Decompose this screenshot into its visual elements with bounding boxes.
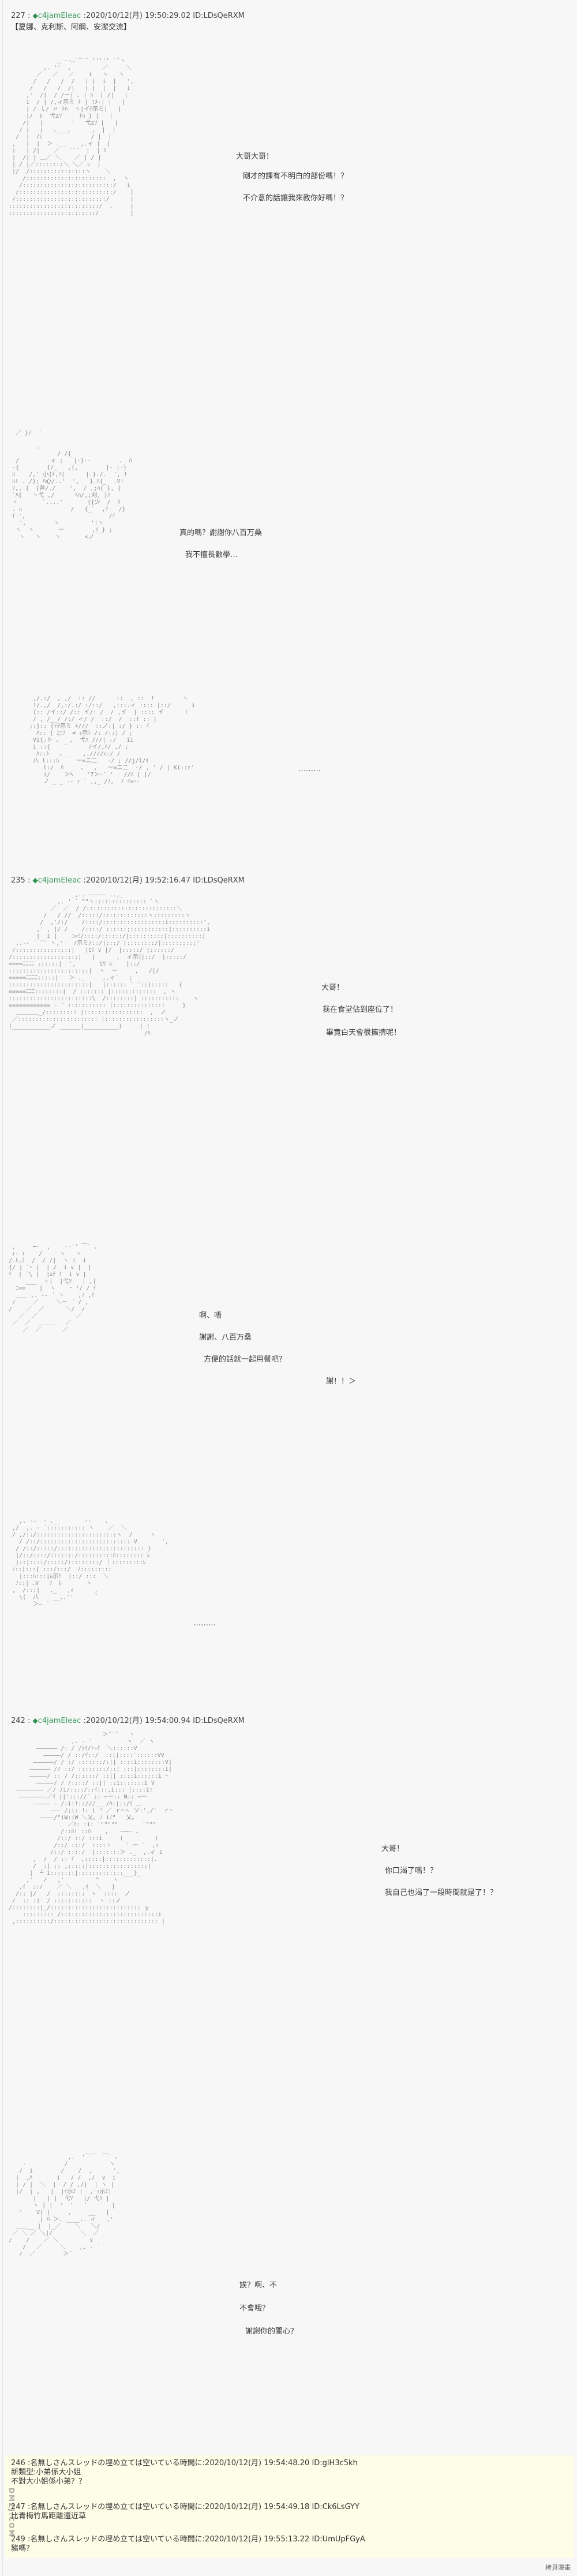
dialogue-line: 啊、唔 bbox=[199, 1311, 222, 1320]
dialogue-line: 我不擅長數學… bbox=[185, 551, 238, 559]
dialogue-line: 不會哦？ bbox=[239, 2304, 270, 2313]
post-trip[interactable]: c4jamEleac bbox=[38, 1717, 81, 1725]
post-meta: :2020/10/12(月) 19:54:00.94 ID:LDsQeRXM bbox=[81, 1717, 245, 1725]
post-number: 227 bbox=[11, 12, 25, 20]
dialogue-line: 我在食堂佔到座位了！ bbox=[323, 1005, 398, 1014]
ellipsis-227: ……… bbox=[298, 765, 321, 773]
comment-line: 比青梅竹馬距離還近草 bbox=[11, 2512, 87, 2521]
ascii-art-235-panel-3: _,. -― ‐ ､__ -‐ ､ ,/ ,. ‐ ´::::::::::: ヽ… bbox=[12, 1518, 168, 1607]
dialogue-line: 方便的話就一起用餐吧？ bbox=[204, 1355, 287, 1364]
comment-header: 249 :名無しさんスレッドの埋め立ては空いている時間に:2020/10/12(… bbox=[11, 2535, 365, 2544]
ascii-art-227-panel-1: _ -‐…¨¨¨¨ ''''' ̄ ¨ヽ ,. '' , ／ ＼ ／ ／ ／ i… bbox=[9, 58, 134, 216]
diamond-icon: ◆ bbox=[32, 1717, 38, 1725]
post-separator: : bbox=[25, 876, 33, 885]
comments-section: 246 :名無しさんスレッドの埋め立ては空いている時間に:2020/10/12(… bbox=[5, 2455, 574, 2558]
dialogue-line: 謝謝你的關心？ bbox=[245, 2327, 298, 2336]
post-number: 242 bbox=[11, 1717, 25, 1725]
comment-header: 247 :名無しさんスレッドの埋め立ては空いている時間に:2020/10/12(… bbox=[11, 2503, 359, 2511]
watermark: DMZJ.COM bbox=[8, 2488, 16, 2538]
comment-246: 246 :名無しさんスレッドの埋め立ては空いている時間に:2020/10/12(… bbox=[11, 2459, 358, 2487]
post-trip[interactable]: c4jamEleac bbox=[38, 12, 81, 20]
ascii-art-242-panel-2: _ _ ,. ' ´ ￣` ､ ‐ / ヽ / i / / , ', | ,ﾊ … bbox=[9, 2147, 120, 2257]
footer-brand: 拷貝漫畫 bbox=[545, 2564, 571, 2571]
ascii-art-235-panel-1: _,.. -―――- ..,_ ,. ' ´ ^"ヽ::::::::::::::… bbox=[9, 892, 211, 1037]
dialogue-line: 大哥！ bbox=[321, 984, 344, 992]
dialogue-line: 我自己也渴了一段時間就是了！？ bbox=[385, 1889, 498, 1897]
post-meta: :2020/10/12(月) 19:52:16.47 ID:LDsQeRXM bbox=[81, 876, 245, 885]
dialogue-line: 誒？啊、不 bbox=[239, 2281, 278, 2290]
dialogue-line: 真的嗎？謝謝你八百万桑 bbox=[179, 529, 263, 537]
comment-249: 249 :名無しさんスレッドの埋め立ては空いている時間に:2020/10/12(… bbox=[11, 2535, 365, 2553]
dialogue-line: 謝！！＞ bbox=[326, 1377, 357, 1386]
diamond-icon: ◆ bbox=[32, 876, 38, 884]
diamond-icon: ◆ bbox=[32, 12, 38, 20]
dialogue-line: 謝謝、八百万桑 bbox=[199, 1333, 252, 1342]
ascii-art-235-panel-2: , ─- , -‐'' ￣` ､ ｨ‐ ｧ / ヽ ヽ /.ﾄ,ﾐ / / /|… bbox=[9, 1244, 98, 1333]
ascii-art-227-panel-2: ／ }/ ` . / /{ / ィ ; |-}-‐ . ﾊ -{ {/_ ,{,… bbox=[12, 430, 132, 540]
post-header-235: 235 : ◆c4jamEleac :2020/10/12(月) 19:52:1… bbox=[11, 874, 245, 885]
dialogue-line: 畢竟白天會很擁擠呢！ bbox=[326, 1029, 402, 1037]
dialogue-line: 大哥大哥！ bbox=[236, 152, 274, 161]
post-separator: : bbox=[25, 12, 33, 20]
ellipsis-235: ……… bbox=[193, 1619, 216, 1628]
post-subtitle: 【夏娜、克利斯、阿綱、安潔交流】 bbox=[11, 23, 132, 32]
comment-line: 不對大小姐係小弟？？ bbox=[11, 2477, 87, 2486]
comment-line: 新類型:小弟係大小姐 bbox=[11, 2468, 81, 2477]
dialogue-line: 大哥！ bbox=[381, 1845, 404, 1853]
comment-line: 豬嗎？ bbox=[11, 2544, 34, 2553]
post-header-242: 242 : ◆c4jamEleac :2020/10/12(月) 19:54:0… bbox=[11, 1714, 245, 1725]
ascii-art-242-panel-1: ＞¨¨¨ ヽ ,. ‐ ´ ヽ ／ ヽ ―――――― /: / /ｼｲ/ﾄ−ﾐ … bbox=[9, 1732, 173, 1925]
post-header-227: 227 : ◆c4jamEleac :2020/10/12(月) 19:50:2… bbox=[11, 9, 245, 20]
post-meta: :2020/10/12(月) 19:50:29.02 ID:LDsQeRXM bbox=[81, 12, 245, 20]
dialogue-line: 剛才的課有不明白的部份嗎！？ bbox=[243, 172, 349, 181]
dialogue-line: 你口渴了嗎！？ bbox=[385, 1867, 438, 1875]
post-trip[interactable]: c4jamEleac bbox=[38, 876, 81, 885]
dialogue-line: 不介意的話讓我來教你好嗎！？ bbox=[243, 194, 349, 203]
post-number: 235 bbox=[11, 876, 25, 885]
comment-247: 247 :名無しさんスレッドの埋め立ては空いている時間に:2020/10/12(… bbox=[11, 2503, 359, 2521]
post-separator: : bbox=[25, 1717, 33, 1725]
ascii-art-227-panel-3: ,/.:/ , ,/ :: // :: , :: ! ヽ !/.,/ /,:/.… bbox=[29, 696, 195, 785]
comment-header: 246 :名無しさんスレッドの埋め立ては空いている時間に:2020/10/12(… bbox=[11, 2459, 358, 2467]
